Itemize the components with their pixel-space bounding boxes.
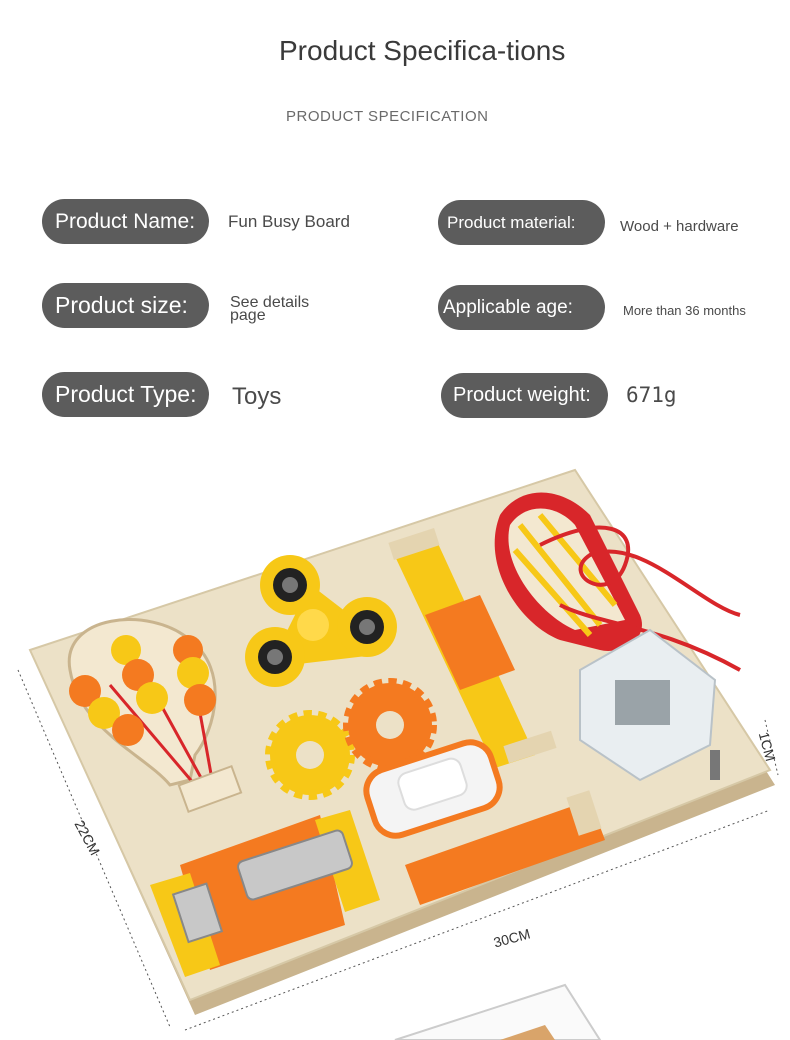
packaging-box-corner: [394, 983, 602, 1040]
spec-value-material: Wood + hardware: [620, 218, 739, 235]
page-title: Product Specifica-tions: [279, 35, 566, 66]
velcro-strap: [405, 790, 605, 905]
spec-label-age: Applicable age:: [438, 285, 605, 330]
spec-label-material: Product material:: [438, 200, 605, 245]
balloon-bead-abacus: [67, 618, 243, 814]
push-light-switch: [363, 739, 503, 839]
dimension-lines: [17, 669, 779, 1031]
door-latch: [150, 810, 380, 977]
spec-value-size: See details page: [230, 294, 310, 324]
shoe-lacing: [494, 492, 741, 672]
busy-board-illustration: 22CM 30CM 1CM: [17, 468, 779, 1040]
spec-value-weight: 671g: [626, 383, 677, 407]
spec-value-type: Toys: [232, 383, 282, 410]
spec-label-name: Product Name:: [42, 199, 209, 244]
dimension-depth-label: 22CM: [71, 817, 103, 857]
spec-label-type: Product Type:: [42, 372, 209, 417]
page-subtitle: PRODUCT SPECIFICATION: [286, 108, 489, 125]
spec-value-age: More than 36 months: [623, 303, 746, 318]
dimension-thickness-label: 1CM: [756, 730, 779, 763]
dimension-width-label: 30CM: [492, 925, 532, 950]
gear-set: [265, 678, 437, 800]
fidget-spinner: [245, 555, 397, 687]
spec-label-size: Product size:: [42, 283, 209, 328]
spec-label-weight: Product weight:: [441, 373, 608, 418]
music-box: [579, 628, 720, 782]
buckle-strap: [388, 528, 557, 768]
spec-value-name: Fun Busy Board: [228, 212, 350, 231]
